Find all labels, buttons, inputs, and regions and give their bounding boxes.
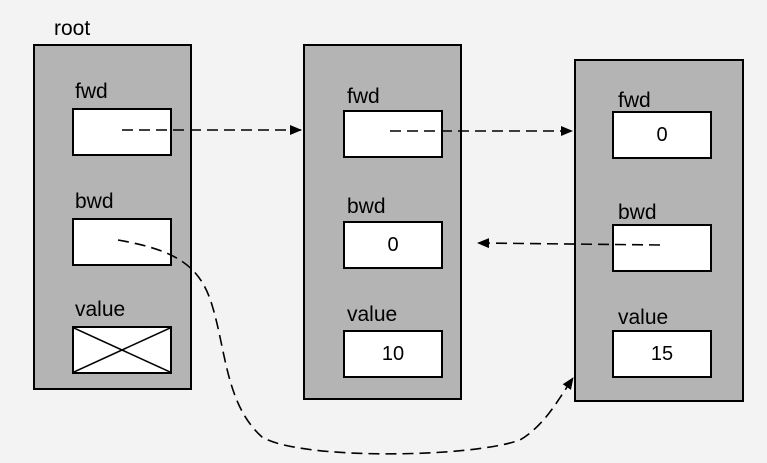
fwd-field <box>343 110 443 158</box>
value-label: value <box>75 298 126 321</box>
bwd-arrow-node3-to-node2 <box>477 238 661 249</box>
root-label: root <box>54 17 91 40</box>
bwd-field: 0 <box>343 221 443 269</box>
value-label: value <box>618 306 669 329</box>
node-2: fwd bwd 0 value 10 <box>303 44 462 400</box>
bwd-arrow-root-to-node3 <box>117 239 574 455</box>
bwd-label: bwd <box>347 195 386 218</box>
node-3: fwd 0 bwd value 15 <box>574 59 744 402</box>
fwd-label: fwd <box>618 89 651 112</box>
fwd-field: 0 <box>612 111 712 159</box>
node-root: fwd bwd value <box>33 44 192 390</box>
bwd-label: bwd <box>75 190 114 213</box>
fwd-field <box>72 108 172 156</box>
fwd-label: fwd <box>347 85 380 108</box>
null-cross-icon <box>74 328 170 372</box>
bwd-field <box>612 224 712 272</box>
fwd-label: fwd <box>75 80 108 103</box>
value-label: value <box>347 303 398 326</box>
value-field: 10 <box>343 330 443 378</box>
value-field-null <box>72 326 172 374</box>
bwd-label: bwd <box>618 201 657 224</box>
value-field: 15 <box>612 330 712 378</box>
bwd-field <box>72 218 172 266</box>
